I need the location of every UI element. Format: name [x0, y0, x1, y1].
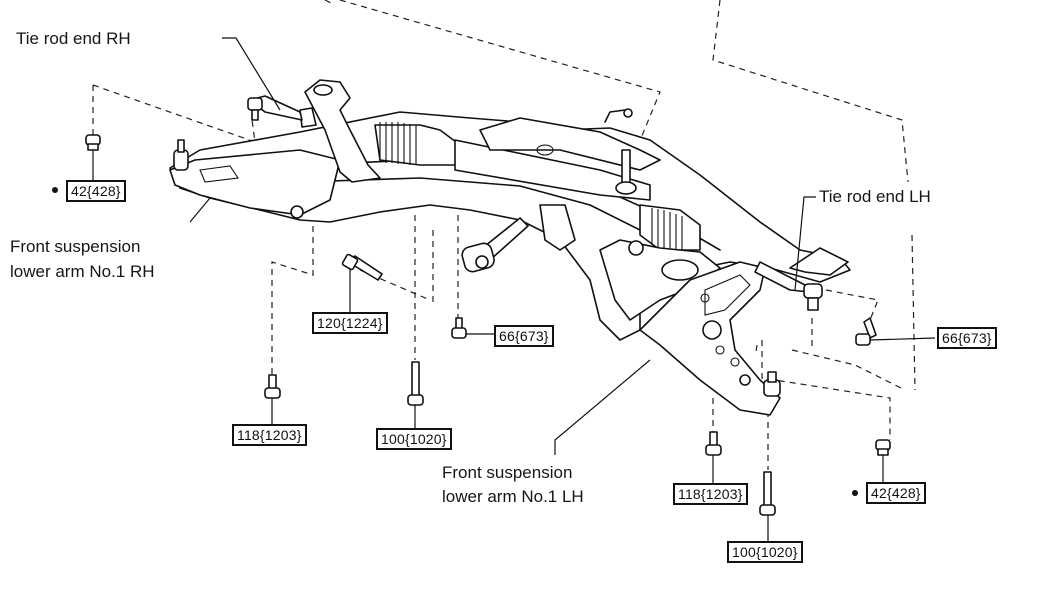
fastener-bolt-118-lh: [705, 431, 722, 456]
new-part-marker-rh: [52, 187, 58, 193]
fastener-bolt-118-rh: [264, 374, 281, 399]
fastener-bolt-120: [341, 253, 383, 281]
steering-rack: [374, 108, 701, 251]
tie-rod-end-rh-part: [247, 95, 303, 121]
fastener-nut-lh: [875, 439, 891, 456]
fastener-nut-rh: [85, 134, 101, 151]
label-tie-rod-end-lh: Tie rod end LH: [819, 187, 931, 206]
fastener-bolt-66-rh: [451, 317, 467, 339]
fastener-long-bolt-100-rh: [407, 361, 424, 406]
label-lower-arm-rh-line2: lower arm No.1 RH: [10, 262, 155, 281]
fastener-long-bolt-100-lh: [759, 471, 776, 516]
torque-spec-lh-rear-long-bolt: 100{1020}: [727, 541, 803, 563]
torque-spec-rh-rear-bolt-small: 66{673}: [494, 325, 554, 347]
strut-mount-rh: [299, 79, 381, 183]
torque-spec-lh-side-bolt: 66{673}: [937, 327, 997, 349]
label-lower-arm-lh-line2: lower arm No.1 LH: [442, 487, 584, 506]
torque-spec-rh-front-bolt: 120{1224}: [312, 312, 388, 334]
torque-spec-rh-rear-bolt: 118{1203}: [232, 424, 307, 446]
label-lower-arm-rh-line1: Front suspension: [10, 237, 141, 256]
torque-spec-rh-ball-joint-nut: 42{428}: [66, 180, 126, 202]
label-lower-arm-lh-line1: Front suspension: [442, 463, 573, 482]
strut-mount-lh: [599, 239, 721, 321]
new-part-marker-lh: [852, 490, 858, 496]
alignment-dashed-lines: [92, 0, 916, 470]
fastener-bolt-66-lh: [855, 317, 877, 346]
rear-mount-bracket: [461, 204, 576, 273]
torque-spec-rh-rear-long-bolt: 100{1020}: [376, 428, 452, 450]
tie-rod-end-lh-part: [754, 247, 849, 311]
torque-spec-lh-rear-bolt: 118{1203}: [673, 483, 748, 505]
leader-lines: [92, 37, 936, 545]
label-tie-rod-end-rh: Tie rod end RH: [16, 29, 131, 48]
torque-spec-lh-ball-joint-nut: 42{428}: [866, 482, 926, 504]
lower-arm-rh: [169, 139, 341, 219]
